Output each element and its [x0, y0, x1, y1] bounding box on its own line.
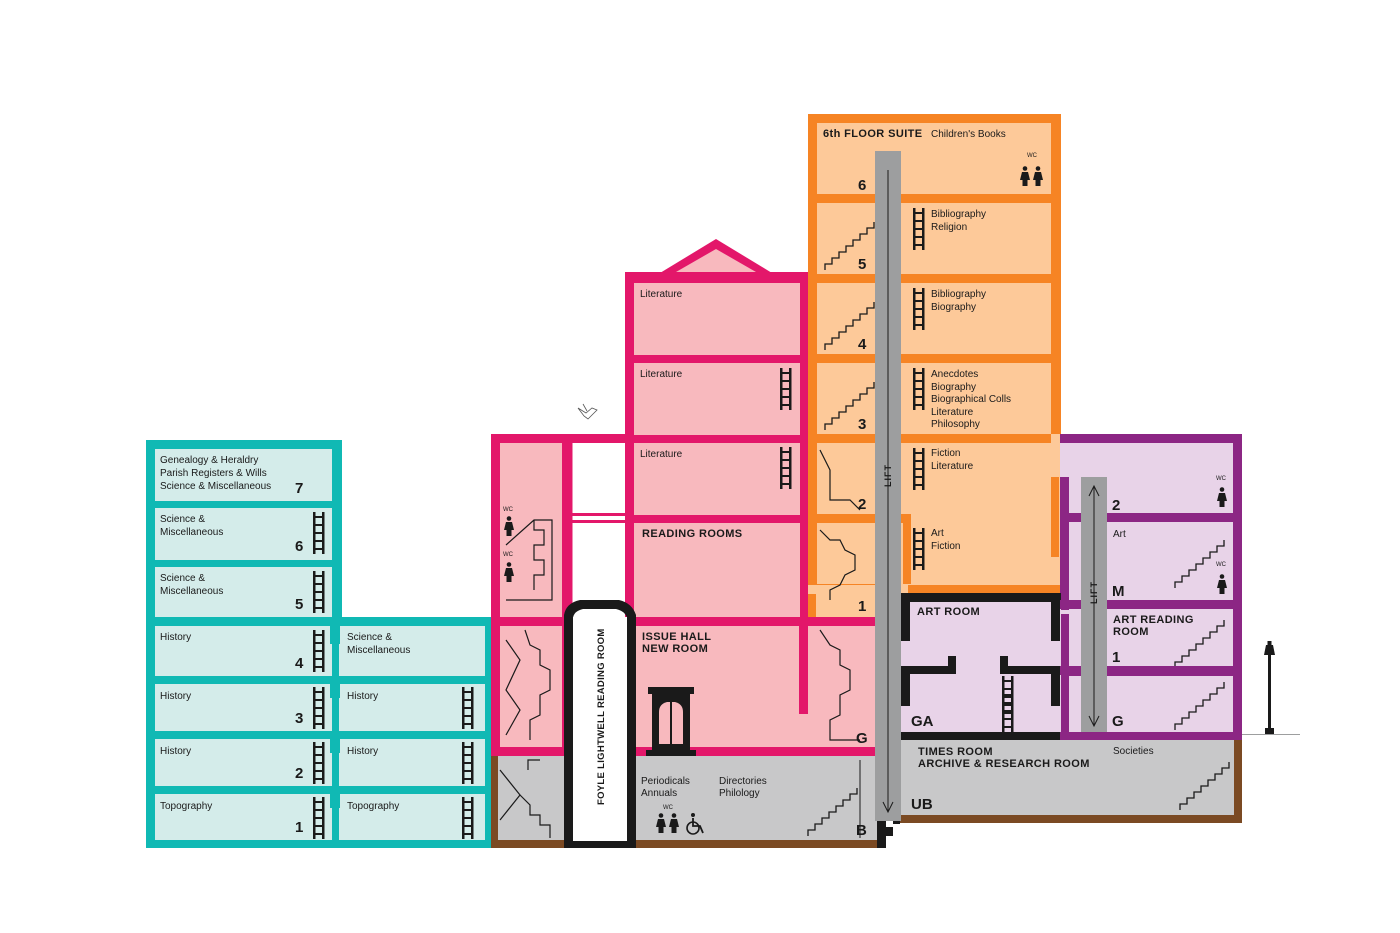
- main-lift-label: LIFT: [883, 464, 893, 487]
- pink-room-literature-2: Literature: [640, 369, 683, 380]
- floor-ub: UB: [911, 796, 933, 813]
- teal-room-1-label: Topography: [160, 801, 212, 812]
- purple-wc-label-2: WC: [1216, 562, 1227, 568]
- orange-floor-6: 6: [858, 177, 866, 194]
- foyle-lightwell-reading-room: FOYLE LIGHTWELL READING ROOM: [564, 600, 636, 848]
- issue-hall-label: ISSUE HALL: [642, 631, 711, 643]
- orange-3-line-4: Literature: [931, 407, 974, 418]
- sixth-floor-suite-label: 6th FLOOR SUITE: [823, 128, 923, 140]
- orange-floor-2: 2: [858, 496, 866, 513]
- orange-3-line-3: Biographical Colls: [931, 394, 1011, 405]
- purple-lift-label: LIFT: [1089, 581, 1099, 604]
- teal-floor-6: 6: [295, 538, 303, 555]
- basement-floor-b: B: [856, 822, 867, 839]
- orange-4-line-2: Biography: [931, 302, 976, 313]
- orange-5-line-2: Religion: [931, 222, 967, 233]
- fireplace-icon: [646, 687, 696, 756]
- teal-room-7-line-2: Parish Registers & Wills: [160, 468, 267, 479]
- teal-room-5-line-1: Science &: [160, 573, 205, 584]
- purple-floor-m: M: [1112, 583, 1125, 600]
- orange-3-line-1: Anecdotes: [931, 369, 978, 380]
- accessible-wc-icon: [686, 813, 704, 835]
- basement-periodicals: Periodicals: [641, 776, 690, 787]
- teal-room-6-line-2: Miscellaneous: [160, 527, 223, 538]
- teal-floor-3: 3: [295, 710, 303, 727]
- annex-room-4-line-2: Miscellaneous: [347, 645, 410, 656]
- annex-room-1-label: Topography: [347, 801, 399, 812]
- orange-3-line-2: Biography: [931, 382, 976, 393]
- teal-floor-1: 1: [295, 819, 303, 836]
- teal-floor-7: 7: [295, 480, 303, 497]
- art-room-label: ART ROOM: [917, 606, 980, 618]
- art-reading-room-line-1: ART READING: [1113, 614, 1194, 626]
- teal-floor-5: 5: [295, 596, 303, 613]
- annex-room-4-line-1: Science &: [347, 632, 392, 643]
- basement-wc-label: WC: [663, 805, 674, 811]
- orange-5-line-1: Bibliography: [931, 209, 986, 220]
- basement-philology: Philology: [719, 788, 760, 799]
- teal-floor-4: 4: [295, 655, 304, 672]
- street-lamp-icon: [1242, 641, 1300, 735]
- orange-tower: 6th FLOOR SUITE Children's Books WC 6 Bi…: [808, 114, 1061, 617]
- teal-room-4-label: History: [160, 632, 191, 643]
- annex-room-3-label: History: [347, 691, 378, 702]
- purple-floor-2: 2: [1112, 497, 1120, 514]
- orange-3-line-5: Philosophy: [931, 419, 980, 430]
- art-reading-room-line-2: ROOM: [1113, 626, 1149, 638]
- orange-floor-3: 3: [858, 416, 866, 433]
- basement-directories: Directories: [719, 776, 767, 787]
- teal-room-7-line-1: Genealogy & Heraldry: [160, 455, 258, 466]
- childrens-books-label: Children's Books: [931, 129, 1006, 140]
- ground-floor-g: G: [856, 730, 868, 747]
- pink-wc-label-1: WC: [503, 507, 514, 513]
- pink-wc-label-2: WC: [503, 552, 514, 558]
- societies-label: Societies: [1113, 746, 1154, 757]
- teal-room-5-line-2: Miscellaneous: [160, 586, 223, 597]
- pink-block: WC WC Literature Literature Literature R…: [491, 239, 888, 756]
- floor-ga: GA: [911, 713, 934, 730]
- orange-4-line-1: Bibliography: [931, 289, 986, 300]
- teal-room-2-label: History: [160, 746, 191, 757]
- teal-floor-2: 2: [295, 765, 303, 782]
- bird-icon: [577, 403, 598, 420]
- purple-wing: LIFT WC WC 2 Art M ART READING ROOM 1 G …: [901, 434, 1242, 740]
- annex-room-2-label: History: [347, 746, 378, 757]
- orange-2-line-1: Fiction: [931, 448, 960, 459]
- pink-room-literature-3: Literature: [640, 449, 683, 460]
- orange-floor-1: 1: [858, 598, 866, 615]
- foyle-reading-room-label: FOYLE LIGHTWELL READING ROOM: [596, 628, 607, 805]
- orange-2-line-2: Literature: [931, 461, 974, 472]
- orange-wc-label: WC: [1027, 153, 1038, 159]
- teal-wing: Genealogy & Heraldry Parish Registers & …: [146, 440, 498, 848]
- orange-1-line-1: Art: [931, 528, 944, 539]
- teal-room-6-line-1: Science &: [160, 514, 205, 525]
- basement: Periodicals Annuals Directories Philolog…: [491, 732, 1242, 848]
- reading-rooms-label: READING ROOMS: [642, 528, 743, 540]
- new-room-label: NEW ROOM: [642, 643, 708, 655]
- purple-floor-g: G: [1112, 713, 1124, 730]
- orange-floor-5: 5: [858, 256, 866, 273]
- teal-room-3-label: History: [160, 691, 191, 702]
- purple-wc-label-1: WC: [1216, 476, 1227, 482]
- main-lift-shaft: LIFT: [875, 151, 901, 821]
- times-room-label: TIMES ROOM: [918, 746, 993, 758]
- teal-room-7-line-3: Science & Miscellaneous: [160, 481, 271, 492]
- orange-floor-4: 4: [858, 336, 867, 353]
- purple-floor-1: 1: [1112, 649, 1120, 666]
- archive-research-room-label: ARCHIVE & RESEARCH ROOM: [918, 758, 1090, 770]
- basement-annuals: Annuals: [641, 788, 677, 799]
- pink-room-literature-1: Literature: [640, 289, 683, 300]
- purple-art-label: Art: [1113, 529, 1126, 540]
- orange-1-line-2: Fiction: [931, 541, 960, 552]
